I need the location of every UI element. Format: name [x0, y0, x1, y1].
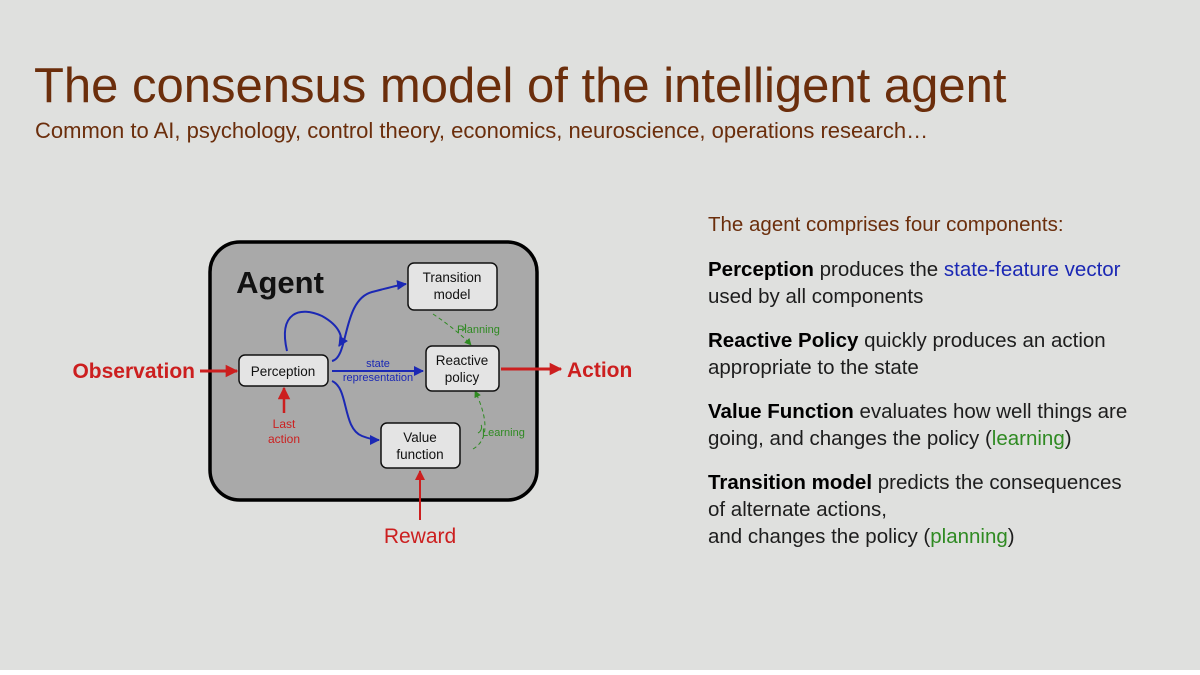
planning-bracket [461, 323, 467, 332]
value-function-node [380, 422, 461, 469]
component-text-line2: used by all components [708, 285, 924, 308]
component-reactive-policy: Reactive Policy quickly produces an acti… [708, 327, 1198, 381]
component-name: Reactive Policy [708, 329, 859, 352]
agent-label: Agent [236, 265, 324, 300]
value-function-label-line2: function [396, 447, 443, 462]
transition-model-node [407, 262, 498, 311]
component-highlight: learning [991, 427, 1065, 450]
perception-node-label: Perception [251, 364, 316, 379]
planning-label: Planning [457, 324, 500, 336]
learning-label: Learning [482, 427, 525, 439]
action-label: Action [567, 359, 632, 382]
component-text-line3: and changes the policy ( [708, 525, 931, 548]
learning-bracket [477, 424, 483, 434]
component-text-line2: going, and changes the policy ( [708, 427, 992, 450]
component-text-line2: of alternate actions, [708, 498, 887, 521]
component-text-line2: appropriate to the state [708, 356, 919, 379]
component-name: Value Function [708, 400, 854, 423]
reactive-policy-label-line1: Reactive [436, 353, 489, 368]
component-text: quickly produces an action [858, 329, 1106, 352]
component-text: evaluates how well things are [853, 400, 1128, 423]
slide-title: The consensus model of the intelligent a… [34, 59, 1007, 113]
learning-arrow [472, 390, 486, 450]
components-intro: The agent comprises four components: [708, 213, 1064, 236]
state-to-transition-arrow [331, 280, 407, 362]
transition-model-label-line1: Transition [423, 270, 482, 285]
slide-subtitle: Common to AI, psychology, control theory… [35, 118, 929, 143]
state-to-value-arrow [331, 380, 380, 445]
component-highlight: state-feature vector [943, 258, 1121, 281]
value-function-label-line1: Value [403, 430, 437, 445]
perception-node [238, 354, 329, 387]
component-highlight: planning [930, 525, 1008, 548]
reactive-policy-node [425, 345, 500, 392]
component-text-line2-end: ) [1064, 427, 1072, 450]
component-value-function: Value Function evaluates how well things… [708, 398, 1198, 452]
component-transition-model: Transition model predicts the consequenc… [708, 469, 1198, 550]
last-action-label-line2: action [268, 432, 300, 446]
observation-label: Observation [72, 360, 195, 383]
component-name: Transition model [708, 471, 873, 494]
state-label-line1: state [366, 358, 390, 370]
state-label-line2: representation [343, 372, 413, 384]
component-text-line3-end: ) [1007, 525, 1015, 548]
component-text: predicts the consequences [872, 471, 1122, 494]
component-text: produces the [813, 258, 944, 281]
agent-diagram: Agent Observation Action Reward Last act… [72, 240, 632, 548]
component-perception: Perception produces the state-feature ve… [708, 256, 1198, 310]
planning-arrow [432, 313, 472, 346]
transition-model-label-line2: model [434, 287, 471, 302]
reward-label: Reward [384, 525, 456, 548]
last-action-label-line1: Last [273, 417, 296, 431]
component-name: Perception [708, 258, 814, 281]
reactive-policy-label-line2: policy [445, 370, 480, 385]
perception-self-loop-arrow [284, 310, 349, 352]
components-panel: The agent comprises four components: Per… [708, 211, 1198, 567]
